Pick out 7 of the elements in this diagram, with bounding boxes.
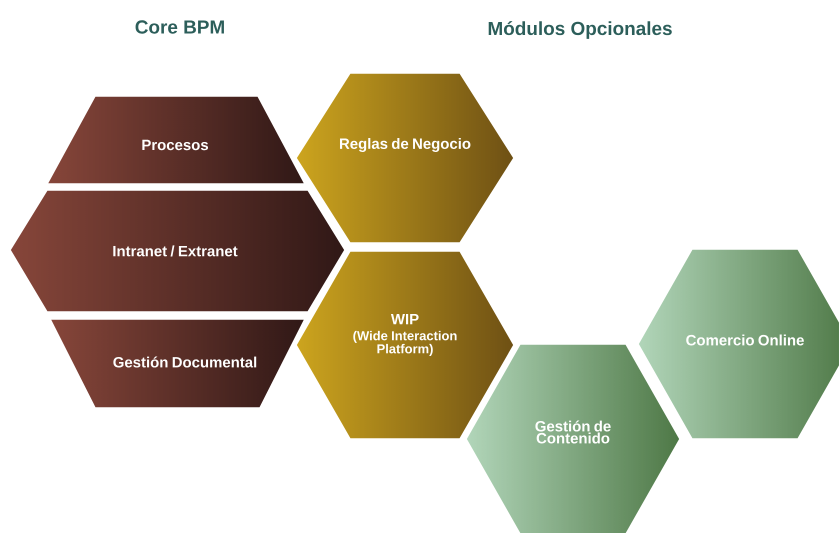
hexagon: Comercio Online <box>637 248 839 440</box>
hexagon: Gestión de Contenido <box>465 343 681 533</box>
hexagon: Intranet / Extranet <box>9 189 346 313</box>
heading: Core BPM <box>136 20 224 34</box>
heading: Módulos Opcionales <box>488 21 672 39</box>
hexagon: WIP (Wide Interaction Platform) <box>295 250 515 440</box>
hexagon: Reglas de Negocio <box>295 72 515 244</box>
